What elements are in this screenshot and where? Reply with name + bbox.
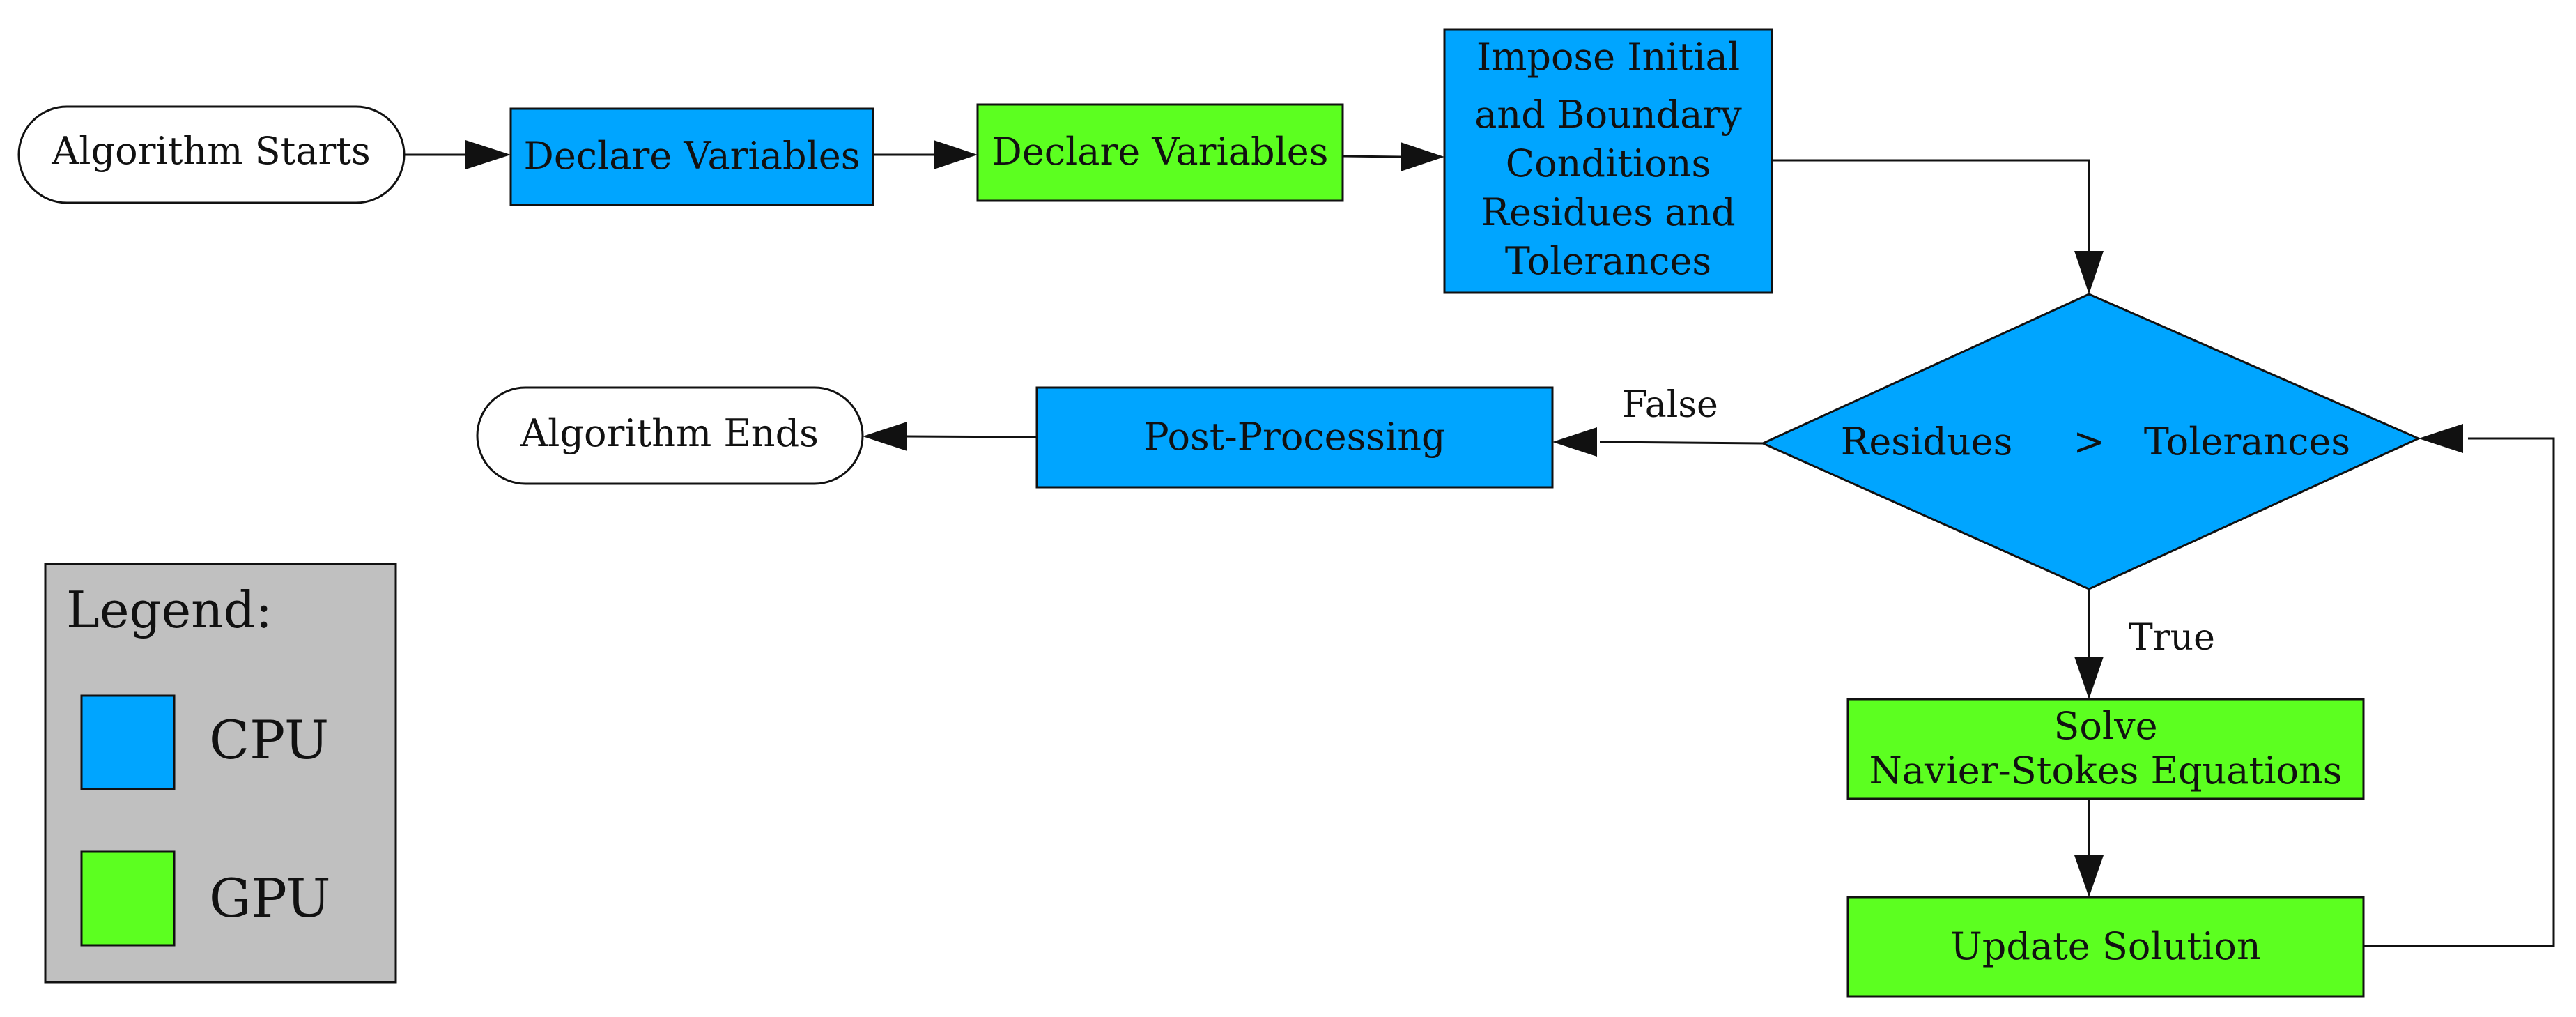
arrowhead-decision-top: [2074, 251, 2104, 294]
solve-box: [1846, 698, 2365, 800]
legend-title: Legend:: [66, 581, 272, 639]
decision-left-text: Residues: [1841, 420, 2013, 464]
impose-line-4: Residues and: [1481, 190, 1735, 234]
edge-impose-to-decision: [1772, 159, 2090, 251]
update-node: Update Solution: [1846, 896, 2365, 998]
decision-diamond: [1760, 293, 2421, 590]
arrowhead-solve: [2074, 657, 2104, 699]
legend-cpu-label: CPU: [209, 709, 329, 771]
end-terminal-shape: [476, 386, 864, 485]
arrowheads: [465, 140, 2463, 897]
decision-operator: >: [2073, 420, 2104, 464]
declare-gpu-label: Declare Variables: [992, 130, 1329, 174]
decision-node: Residues > Tolerances: [1760, 293, 2421, 590]
declare-cpu-label: Declare Variables: [524, 134, 861, 178]
edge-post-to-end: [905, 435, 1038, 438]
impose-line-2: and Boundary: [1474, 93, 1742, 137]
declare-gpu-node: Declare Variables: [976, 103, 1344, 202]
update-box: [1846, 896, 2365, 998]
arrowhead-end: [863, 422, 907, 451]
declare-gpu-box: [976, 103, 1344, 202]
arrowhead-declare-gpu: [934, 140, 978, 169]
true-edge-label: True: [2129, 617, 2215, 659]
arrowhead-declare-cpu: [465, 140, 511, 169]
post-processing-box: [1035, 386, 1554, 489]
arrowhead-post: [1552, 427, 1597, 457]
decision-right-text: Tolerances: [2144, 420, 2350, 464]
impose-node: Impose Initial and Boundary Conditions R…: [1443, 28, 1773, 294]
impose-line-5: Tolerances: [1505, 239, 1711, 283]
start-terminal-shape: [17, 105, 406, 204]
legend-gpu-swatch: [80, 850, 176, 947]
impose-line-3: Conditions: [1506, 142, 1711, 185]
post-processing-label: Post-Processing: [1143, 415, 1445, 459]
update-label: Update Solution: [1950, 924, 2260, 968]
impose-box: [1443, 28, 1773, 294]
legend-gpu-label: GPU: [209, 867, 331, 929]
post-processing-node: Post-Processing: [1035, 386, 1554, 489]
edge-update-to-decision: [2363, 437, 2555, 947]
false-edge-label: False: [1622, 384, 1718, 426]
connectors: [404, 153, 2555, 947]
solve-node: Solve Navier-Stokes Equations: [1846, 698, 2365, 800]
arrowhead-decision-right: [2419, 424, 2463, 453]
declare-cpu-box: [509, 107, 874, 206]
start-label: Algorithm Starts: [51, 129, 370, 173]
solve-line-1: Solve: [2053, 704, 2157, 748]
legend-cpu-swatch: [80, 694, 176, 790]
end-node: Algorithm Ends: [476, 386, 864, 485]
edge-declare-gpu-to-impose: [1342, 155, 1401, 158]
declare-cpu-node: Declare Variables: [509, 107, 874, 206]
solve-line-2: Navier-Stokes Equations: [1869, 749, 2343, 793]
arrowhead-impose: [1401, 142, 1444, 171]
legend: Legend: CPU GPU: [44, 563, 397, 984]
arrowhead-update: [2074, 855, 2104, 897]
end-label: Algorithm Ends: [520, 411, 819, 455]
impose-line-1: Impose Initial: [1476, 35, 1740, 79]
edge-decision-to-post: [1599, 441, 1764, 445]
start-node: Algorithm Starts: [17, 105, 406, 204]
